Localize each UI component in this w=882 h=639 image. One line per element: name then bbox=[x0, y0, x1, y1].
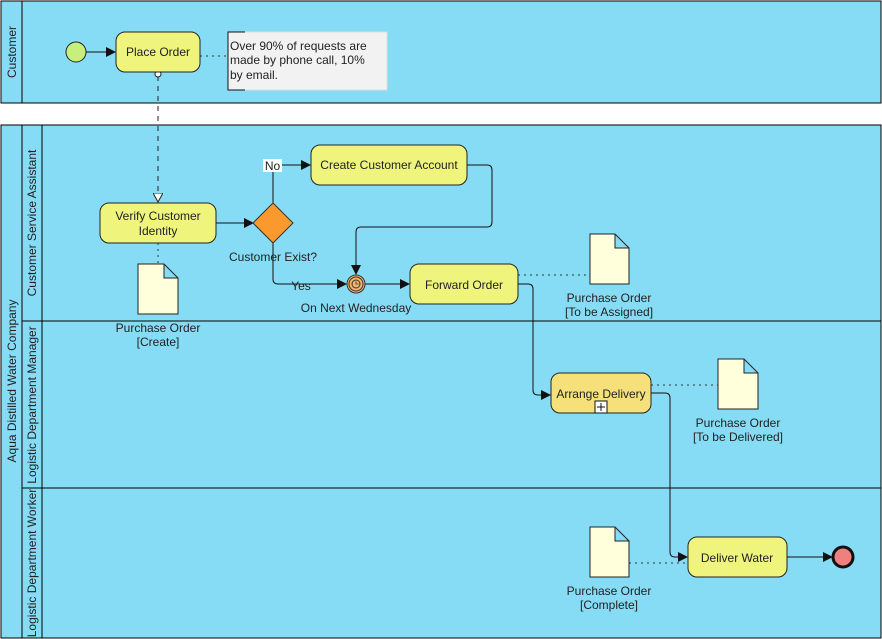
text-annotation[interactable]: Over 90% of requests are made by phone c… bbox=[227, 31, 388, 91]
document-label: [To be Assigned] bbox=[565, 305, 653, 319]
exclusive-gateway[interactable]: Customer Exist? bbox=[229, 202, 317, 264]
gateway-label: Customer Exist? bbox=[229, 250, 317, 264]
timer-event[interactable]: On Next Wednesday bbox=[301, 274, 412, 315]
task-label: Place Order bbox=[126, 45, 190, 59]
task-label: Deliver Water bbox=[701, 551, 773, 565]
task-verify-customer-identity[interactable]: Verify Customer Identity bbox=[99, 202, 217, 244]
flow-label-no: No bbox=[265, 159, 281, 173]
document-label: Purchase Order bbox=[116, 321, 201, 335]
task-deliver-water[interactable]: Deliver Water bbox=[687, 536, 788, 578]
end-event[interactable] bbox=[831, 545, 855, 569]
task-label: Verify Customer bbox=[115, 209, 200, 223]
document-label: Purchase Order bbox=[696, 416, 781, 430]
flow-label-yes: Yes bbox=[291, 279, 311, 293]
data-object-purchase-order-create[interactable]: Purchase Order [Create] bbox=[116, 263, 201, 349]
expand-plus-icon[interactable] bbox=[594, 400, 608, 414]
subprocess-arrange-delivery[interactable]: Arrange Delivery bbox=[550, 372, 652, 414]
document-label: Purchase Order bbox=[567, 291, 652, 305]
task-label: Create Customer Account bbox=[320, 158, 458, 172]
annotation-line: made by phone call, 10% bbox=[230, 53, 365, 67]
document-label: Purchase Order bbox=[567, 584, 652, 598]
start-event[interactable] bbox=[65, 41, 87, 63]
lane-label-logistic-department-worker: Logistic Department Worker bbox=[25, 489, 39, 638]
task-label: Arrange Delivery bbox=[556, 387, 645, 401]
data-object-purchase-order-to-be-delivered[interactable]: Purchase Order [To be Delivered] bbox=[693, 358, 783, 444]
document-label: [To be Delivered] bbox=[693, 430, 783, 444]
task-label: Identity bbox=[139, 224, 178, 238]
data-object-purchase-order-to-be-assigned[interactable]: Purchase Order [To be Assigned] bbox=[565, 233, 653, 319]
task-forward-order[interactable]: Forward Order bbox=[409, 263, 519, 305]
pool-customer-label: Customer bbox=[5, 26, 19, 78]
document-label: [Create] bbox=[137, 335, 180, 349]
clock-icon bbox=[351, 279, 361, 289]
task-create-customer-account[interactable]: Create Customer Account bbox=[310, 144, 468, 186]
timer-label: On Next Wednesday bbox=[301, 301, 412, 315]
pool-company-label: Aqua Distilled Water Company bbox=[5, 300, 19, 463]
lane-label-logistic-department-manager: Logistic Department Manager bbox=[25, 326, 39, 483]
lane-label-customer-service-assistant: Customer Service Assistant bbox=[25, 149, 39, 296]
data-object-purchase-order-complete[interactable]: Purchase Order [Complete] bbox=[567, 526, 652, 612]
document-label: [Complete] bbox=[580, 598, 638, 612]
task-label: Forward Order bbox=[425, 278, 503, 292]
task-place-order[interactable]: Place Order bbox=[115, 31, 201, 73]
annotation-line: by email. bbox=[230, 68, 278, 82]
annotation-line: Over 90% of requests are bbox=[230, 39, 367, 53]
